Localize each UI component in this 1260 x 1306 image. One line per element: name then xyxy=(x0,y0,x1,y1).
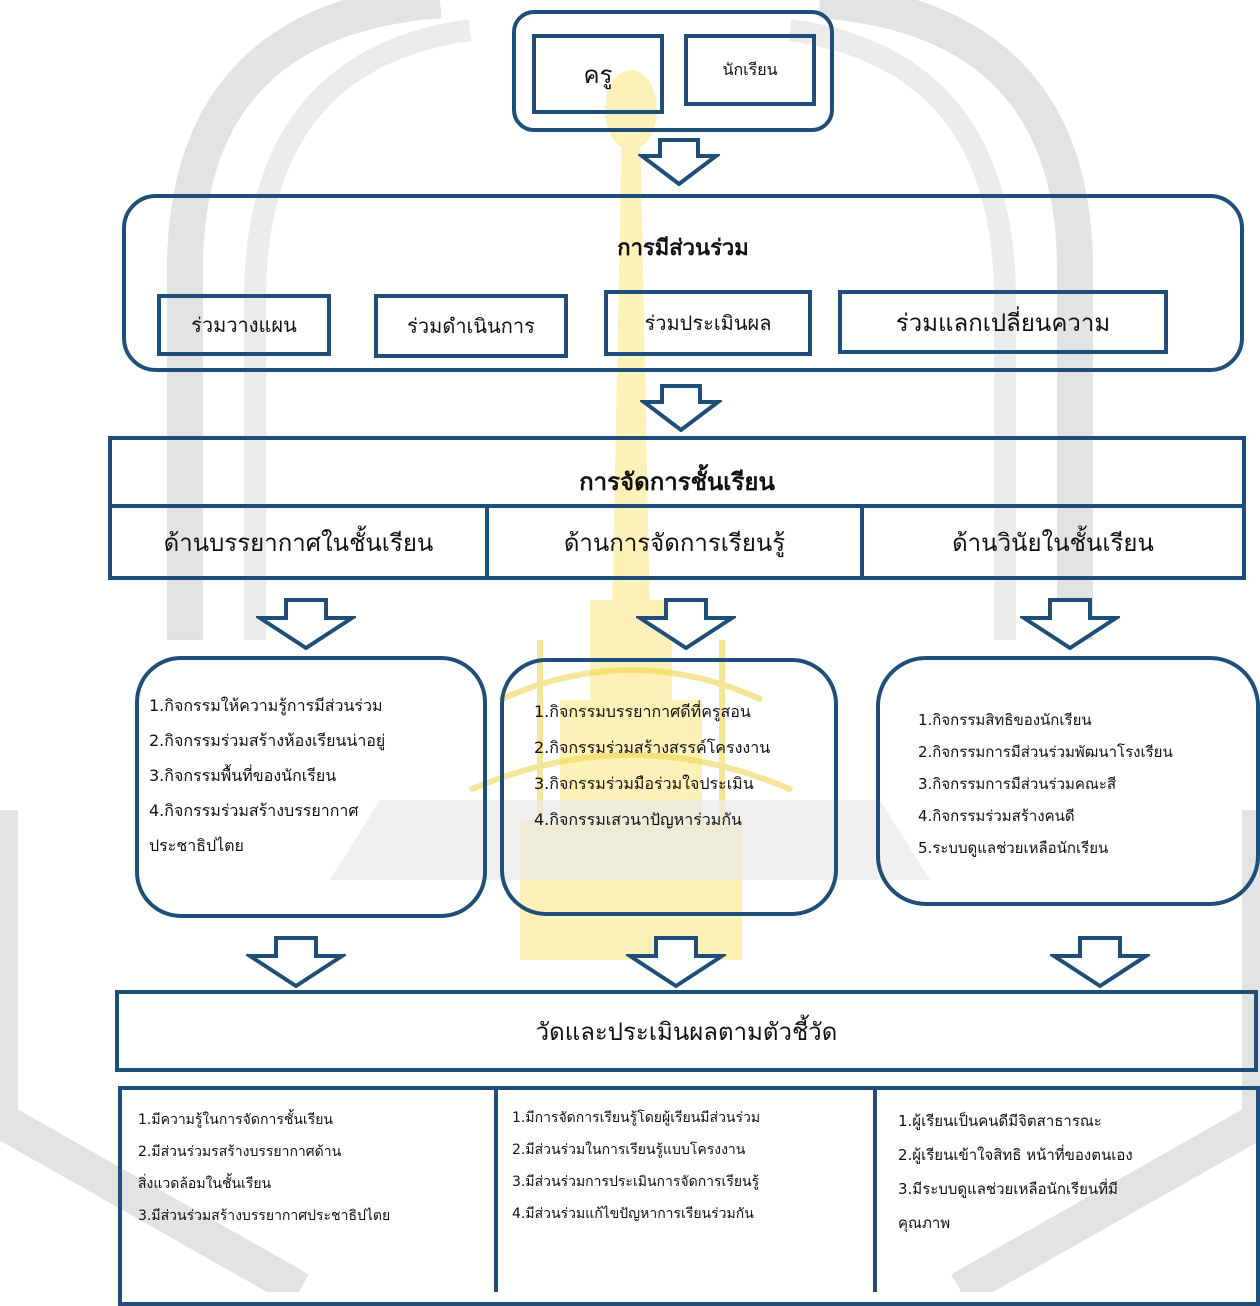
list-item: 1.กิจกรรมบรรยากาศดีที่ครูสอน xyxy=(534,702,751,721)
participation-plan-label: ร่วมวางแผน xyxy=(191,313,297,337)
student-label: นักเรียน xyxy=(722,59,778,79)
list-item: 2.มีส่วนร่วมในการเรียนรู้แบบโครงงาน xyxy=(512,1142,746,1158)
aspect-discipline-label: ด้านวินัยในชั้นเรียน xyxy=(952,528,1154,557)
down-arrow-icon xyxy=(640,384,722,432)
activities-learning-box: 1.กิจกรรมบรรยากาศดีที่ครูสอน 2.กิจกรรมร่… xyxy=(500,658,838,916)
classroom-column-divider xyxy=(485,504,489,580)
evaluation-title: วัดและประเมินผลตามตัวชี้วัด xyxy=(535,1017,838,1046)
list-item: 4.กิจกรรมเสวนาปัญหาร่วมกัน xyxy=(534,810,742,829)
list-item: 3.มีระบบดูแลช่วยเหลือนักเรียนที่มี xyxy=(898,1180,1118,1198)
list-item: 2.กิจกรรมร่วมสร้างสรรค์โครงงาน xyxy=(534,738,771,757)
evaluation-discipline-list: 1.ผู้เรียนเป็นคนดีมีจิตสาธารณะ 2.ผู้เรีย… xyxy=(898,1104,1133,1240)
list-item: 1.กิจกรรมให้ความรู้การมีส่วนร่วม xyxy=(149,696,383,715)
list-item: 3.มีส่วนร่วมการประเมินการจัดการเรียนรู้ xyxy=(512,1174,760,1190)
classroom-column-divider xyxy=(860,504,864,580)
participation-implement-box: ร่วมดำเนินการ xyxy=(374,294,568,358)
evaluation-column-divider xyxy=(494,1086,498,1292)
list-item: คุณภาพ xyxy=(898,1214,951,1232)
participation-exchange-box: ร่วมแลกเปลี่ยนความ xyxy=(838,290,1168,354)
list-item: 1.กิจกรรมสิทธิของนักเรียน xyxy=(918,711,1092,729)
participation-box xyxy=(122,194,1244,372)
list-item: 2.ผู้เรียนเข้าใจสิทธิ หน้าที่ของตนเอง xyxy=(898,1146,1133,1164)
evaluation-title-box: วัดและประเมินผลตามตัวชี้วัด xyxy=(115,990,1258,1072)
evaluation-learning-list: 1.มีการจัดการเรียนรู้โดยผู้เรียนมีส่วนร่… xyxy=(512,1102,760,1230)
list-item: 3.มีส่วนร่วมสร้างบรรยากาศประชาธิปไตย xyxy=(138,1208,391,1224)
aspect-atmosphere-label: ด้านบรรยากาศในชั้นเรียน xyxy=(163,528,434,557)
participants-group-box xyxy=(512,10,834,132)
activities-discipline-box: 1.กิจกรรมสิทธิของนักเรียน 2.กิจกรรมการมี… xyxy=(876,656,1260,906)
evaluation-atmosphere-list: 1.มีความรู้ในการจัดการชั้นเรียน 2.มีส่วน… xyxy=(138,1104,390,1232)
activities-discipline-list: 1.กิจกรรมสิทธิของนักเรียน 2.กิจกรรมการมี… xyxy=(918,704,1173,864)
down-arrow-icon xyxy=(638,138,720,186)
activities-learning-list: 1.กิจกรรมบรรยากาศดีที่ครูสอน 2.กิจกรรมร่… xyxy=(534,694,770,838)
activities-atmosphere-box: 1.กิจกรรมให้ความรู้การมีส่วนร่วม 2.กิจกร… xyxy=(135,656,487,918)
list-item: 5.ระบบดูแลช่วยเหลือนักเรียน xyxy=(918,839,1109,857)
participation-title: การมีส่วนร่วม xyxy=(617,236,749,261)
down-arrow-icon xyxy=(636,598,736,650)
list-item: 1.มีการจัดการเรียนรู้โดยผู้เรียนมีส่วนร่… xyxy=(512,1110,761,1126)
list-item: 2.มีส่วนร่วมรสร้างบรรยากาศด้าน xyxy=(138,1144,342,1160)
list-item: 4.มีส่วนร่วมแก้ไขปัญหาการเรียนร่วมกัน xyxy=(512,1206,754,1222)
list-item: 1.ผู้เรียนเป็นคนดีมีจิตสาธารณะ xyxy=(898,1112,1102,1130)
aspect-atmosphere: ด้านบรรยากาศในชั้นเรียน xyxy=(112,508,485,576)
participation-plan-box: ร่วมวางแผน xyxy=(157,294,331,356)
list-item: 2.กิจกรรมร่วมสร้างห้องเรียนน่าอยู่ xyxy=(149,731,386,750)
aspect-discipline: ด้านวินัยในชั้นเรียน xyxy=(864,508,1242,576)
evaluation-column-divider xyxy=(873,1086,877,1292)
teacher-label: ครู xyxy=(583,60,613,89)
teacher-box: ครู xyxy=(532,34,664,114)
participation-evaluate-box: ร่วมประเมินผล xyxy=(604,290,812,356)
list-item: ประชาธิปไตย xyxy=(149,836,244,855)
down-arrow-icon xyxy=(256,598,356,650)
classroom-management-title: การจัดการชั้นเรียน xyxy=(579,468,775,496)
down-arrow-icon xyxy=(1050,936,1150,988)
participation-implement-label: ร่วมดำเนินการ xyxy=(407,314,535,338)
student-box: นักเรียน xyxy=(684,34,816,106)
classroom-management-box xyxy=(108,436,1246,580)
down-arrow-icon xyxy=(626,936,726,988)
participation-exchange-label: ร่วมแลกเปลี่ยนความ xyxy=(895,308,1111,337)
down-arrow-icon xyxy=(1020,598,1120,650)
list-item: 3.กิจกรรมพื้นที่ของนักเรียน xyxy=(149,766,337,785)
classroom-header-divider xyxy=(108,504,1246,508)
list-item: 2.กิจกรรมการมีส่วนร่วมพัฒนาโรงเรียน xyxy=(918,743,1173,761)
participation-evaluate-label: ร่วมประเมินผล xyxy=(644,311,772,335)
list-item: 4.กิจกรรมร่วมสร้างคนดี xyxy=(918,807,1075,825)
list-item: 3.กิจกรรมการมีส่วนร่วมคณะสี xyxy=(918,775,1117,793)
list-item: 1.มีความรู้ในการจัดการชั้นเรียน xyxy=(138,1112,333,1128)
activities-atmosphere-list: 1.กิจกรรมให้ความรู้การมีส่วนร่วม 2.กิจกร… xyxy=(149,688,385,863)
list-item: 3.กิจกรรมร่วมมือร่วมใจประเมิน xyxy=(534,774,754,793)
aspect-learning-management: ด้านการจัดการเรียนรู้ xyxy=(489,508,860,576)
list-item: สิ่งแวดล้อมในชั้นเรียน xyxy=(138,1176,272,1192)
down-arrow-icon xyxy=(246,936,346,988)
aspect-learning-label: ด้านการจัดการเรียนรู้ xyxy=(563,528,786,557)
list-item: 4.กิจกรรมร่วมสร้างบรรยากาศ xyxy=(149,801,359,820)
